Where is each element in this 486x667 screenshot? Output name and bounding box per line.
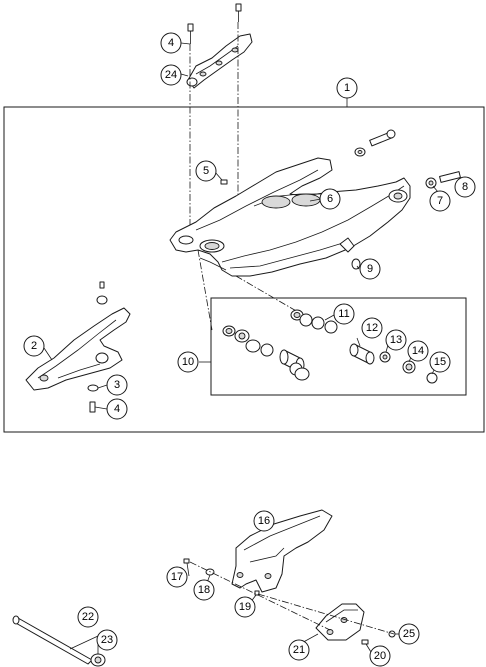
callout-label: 10 [182,356,194,368]
callout-label: 25 [403,628,415,640]
callout-18: 18 [193,579,215,601]
callout-label: 12 [366,322,378,334]
callout-23: 23 [96,629,118,651]
callout-16: 16 [253,510,275,532]
nut-25 [388,630,396,638]
part-9 [351,258,361,270]
callout-label: 19 [239,601,251,613]
callout-label: 17 [171,571,183,583]
callout-label: 9 [367,263,373,275]
callout-label: 6 [327,193,333,205]
screw-17 [183,558,190,564]
callout-label: 24 [165,69,177,81]
callout-label: 5 [203,165,209,177]
axle-nut [90,653,106,667]
bearing-kit-lower-row [222,325,310,381]
callout-10: 10 [177,351,199,373]
screw-20 [361,639,369,645]
callout-12: 12 [361,317,383,339]
callout-17: 17 [166,566,188,588]
callout-label: 8 [462,181,468,193]
washer-3 [87,384,99,392]
callout-20: 20 [369,645,391,667]
callout-21: 21 [288,639,310,661]
callout-label: 4 [168,37,174,49]
callout-8: 8 [454,176,476,198]
chain-guide [231,509,333,593]
callout-label: 2 [31,340,37,352]
swingarm [169,157,411,277]
bushing-upper [354,147,366,157]
callout-label: 3 [114,379,120,391]
callout-7: 7 [429,190,451,212]
callout-label: 18 [198,584,210,596]
axis-line [189,561,331,631]
callout-4-lower: 4 [106,398,128,420]
callout-1: 1 [336,77,358,99]
callout-label: 11 [338,308,349,320]
callout-label: 16 [258,515,270,527]
callout-25: 25 [398,623,420,645]
callout-label: 22 [82,611,94,623]
callout-11: 11 [333,303,355,325]
axis-line [197,249,213,331]
callout-label: 23 [101,634,113,646]
callout-label: 4 [114,403,120,415]
swingarm-assembly-frame [3,106,485,433]
screw-top-right [235,3,242,22]
callout-13: 13 [385,329,407,351]
axis-line [257,593,395,635]
callout-label: 15 [434,356,446,368]
bushing-lower-top [96,295,108,305]
callout-4-top: 4 [160,32,182,54]
callout-24: 24 [160,64,182,86]
chain-slider-top [186,33,253,89]
chain-guide-bracket [315,603,365,641]
screw-lower-top [99,281,105,289]
bearing-kit-frame [210,297,467,396]
callout-label: 20 [374,650,386,662]
screw-5 [220,179,228,185]
axle-bolt-upper [369,129,396,147]
callout-6: 6 [319,188,341,210]
axis-line [235,275,299,313]
screw-19 [254,590,260,596]
chain-slider-lower [25,307,131,391]
screw-top-left [187,23,194,44]
washer-7 [425,177,437,189]
callout-label: 1 [344,82,350,94]
callout-label: 21 [293,644,305,656]
callout-label: 13 [390,334,402,346]
axle-bolt-8 [439,171,461,183]
callout-19: 19 [234,596,256,618]
callout-3: 3 [106,374,128,396]
bearing-kit-upper-row [290,309,438,384]
callout-14: 14 [407,340,429,362]
screw-4-lower [89,401,96,413]
callout-label: 14 [412,345,424,357]
callout-2: 2 [23,335,45,357]
callout-9: 9 [359,258,381,280]
callout-label: 7 [437,195,443,207]
callout-22: 22 [77,606,99,628]
callout-15: 15 [429,351,451,373]
callout-5: 5 [195,160,217,182]
